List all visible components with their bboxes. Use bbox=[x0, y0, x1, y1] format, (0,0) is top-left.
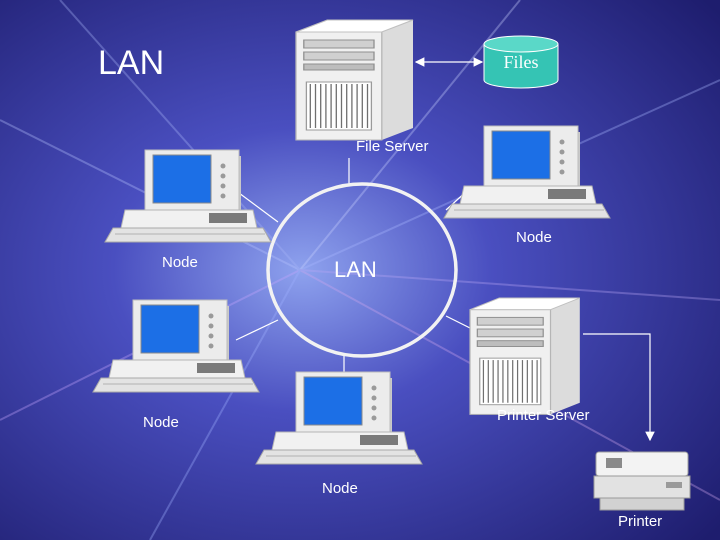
file-server-label: File Server bbox=[356, 138, 429, 155]
printer-server-icon bbox=[469, 297, 581, 416]
link-printer-server bbox=[445, 315, 475, 331]
node-left-top-label: Node bbox=[162, 254, 198, 271]
diagram-title: LAN bbox=[98, 44, 165, 82]
link-node-left-bottom bbox=[235, 319, 279, 341]
connections bbox=[234, 57, 655, 442]
printer-server-label: Printer Server bbox=[497, 407, 590, 424]
file-server-icon bbox=[295, 19, 414, 141]
files-database-label: Files bbox=[503, 52, 539, 72]
node-top-right-label: Node bbox=[516, 229, 552, 246]
printer-label: Printer bbox=[618, 513, 663, 530]
link-node-left-top bbox=[234, 189, 279, 223]
node-left-bottom-label: Node bbox=[143, 414, 179, 431]
printer-icon bbox=[593, 451, 691, 511]
link-printer bbox=[583, 333, 655, 442]
files-database-icon bbox=[483, 35, 559, 89]
node-bottom-label: Node bbox=[322, 480, 358, 497]
lan-ring bbox=[266, 182, 458, 358]
lan-center-label: LAN bbox=[334, 257, 377, 282]
